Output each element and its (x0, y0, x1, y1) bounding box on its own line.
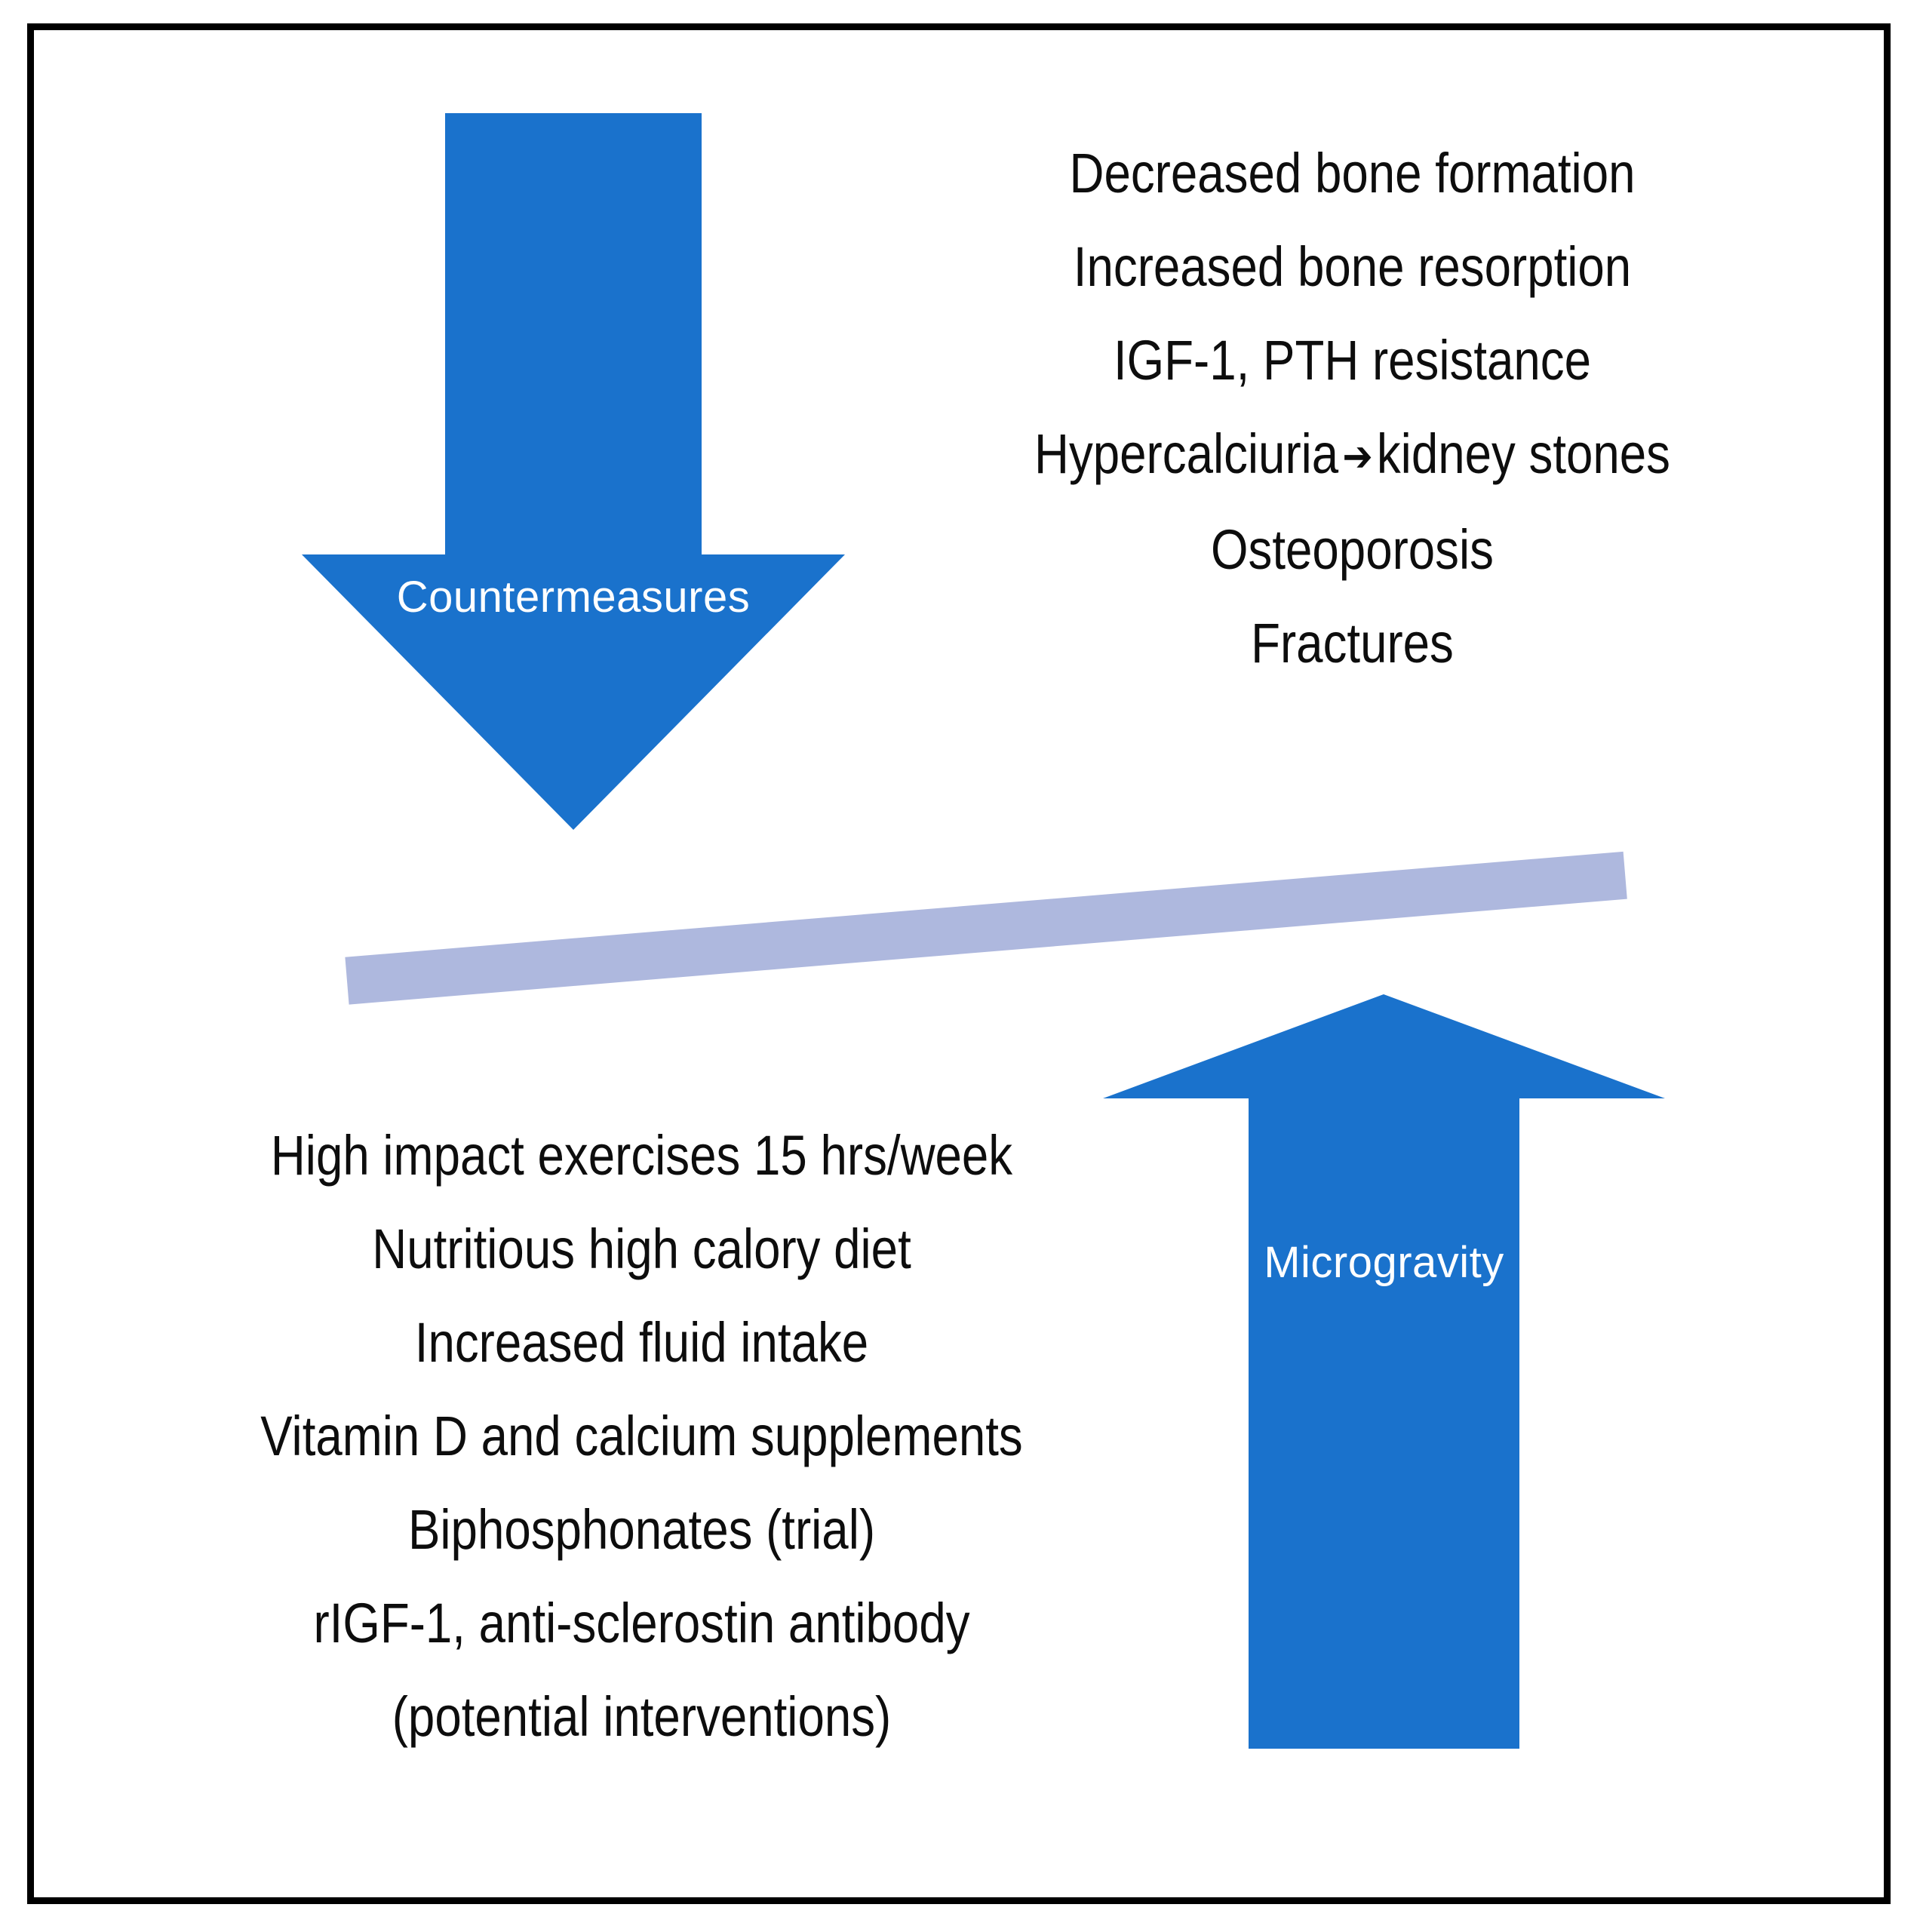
right-arrow-icon: ➔ (1342, 432, 1373, 480)
countermeasure-line: (potential interventions) (392, 1685, 892, 1748)
down-arrow-shape (302, 113, 845, 830)
effect-line-hypercalciuria: Hypercalciuria➔kidney stones (988, 407, 1718, 503)
countermeasure-line: Vitamin D and calcium supplements (260, 1405, 1023, 1467)
countermeasures-down-arrow (302, 113, 845, 830)
effect-line: Fractures (1251, 611, 1454, 674)
effect-line: Decreased bone formation (1069, 142, 1636, 204)
countermeasure-line: Biphosphonates (trial) (407, 1498, 876, 1561)
up-arrow-shape (1103, 994, 1665, 1749)
countermeasure-line: rIGF-1, anti-sclerostin antibody (313, 1592, 970, 1654)
microgravity-up-arrow (1103, 994, 1665, 1749)
effect-line: Increased bone resorption (1073, 235, 1632, 298)
countermeasure-line: Increased fluid intake (414, 1311, 869, 1374)
countermeasure-line: Nutritious high calory diet (372, 1218, 911, 1280)
hypercalciuria-text: Hypercalciuria (1034, 422, 1339, 485)
kidney-stones-text: kidney stones (1376, 422, 1671, 485)
diagram-border-frame (27, 23, 1891, 1904)
countermeasures-list: High impact exercises 15 hrs/week Nutrit… (195, 1109, 1089, 1764)
effect-line: Osteoporosis (1211, 518, 1494, 581)
effect-line: IGF-1, PTH resistance (1113, 329, 1592, 392)
countermeasure-line: High impact exercises 15 hrs/week (270, 1124, 1013, 1187)
microgravity-effects-list: Decreased bone formation Increased bone … (928, 127, 1777, 690)
